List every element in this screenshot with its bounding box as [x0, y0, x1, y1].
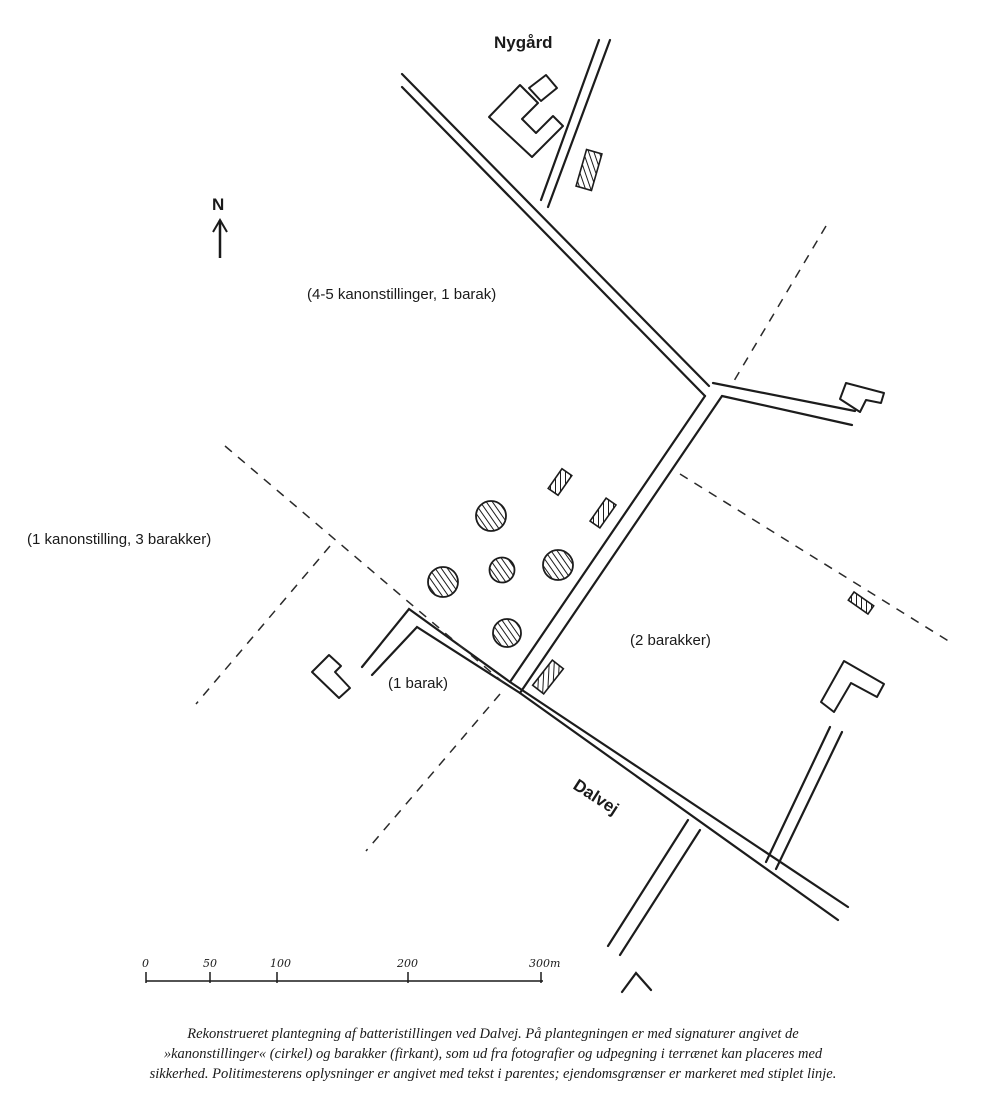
east-branch-south-edge: [720, 394, 854, 427]
boundary-northeast: [730, 225, 827, 387]
barrack-nygaard: [575, 148, 603, 192]
main-road-east-edge: [518, 394, 724, 695]
north-branch-east-edge: [546, 38, 612, 209]
scale-label-200: 200: [396, 957, 418, 970]
nygaard-farm-building: [488, 84, 564, 158]
place-label-nygaard: Nygård: [494, 33, 553, 52]
nygaard-small-building: [528, 74, 558, 102]
gun-position-2: [427, 566, 459, 598]
southeast-building: [820, 660, 885, 713]
scale-label-300: 300m: [529, 957, 560, 970]
note-east-area: (2 barakker): [630, 632, 711, 649]
caption-line-3: sikkerhed. Politimesterens oplysninger e…: [149, 1066, 837, 1082]
scale-bar: 0 50 100 200 300m: [142, 957, 560, 983]
north-arrow-head: [212, 218, 228, 233]
west-building: [311, 654, 351, 699]
nygaard-road-west-edge: [400, 72, 711, 388]
east-building: [839, 382, 885, 413]
scale-label-50: 50: [203, 957, 217, 970]
caption-line-1: Rekonstrueret plantegning af batteristil…: [187, 1026, 799, 1042]
figure-caption: Rekonstrueret plantegning af batteristil…: [60, 1024, 926, 1084]
barracks: [531, 148, 875, 696]
barrack-near-dalvej: [531, 658, 565, 696]
gun-position-3: [488, 556, 516, 584]
boundary-west: [224, 445, 506, 685]
dalvej-north-edge: [360, 607, 850, 909]
gun-position-4: [542, 549, 574, 581]
gun-position-5: [492, 618, 522, 648]
scale-label-0: 0: [142, 957, 149, 970]
boundary-east: [679, 473, 951, 643]
caption-line-2: »kanonstillinger« (cirkel) og barakker (…: [163, 1046, 823, 1062]
south-branch-west-edge: [606, 818, 690, 948]
boundary-southwest: [195, 545, 331, 705]
note-north-area: (4-5 kanonstillinger, 1 barak): [307, 286, 496, 303]
barrack-east: [847, 590, 875, 616]
main-road-west-edge: [508, 394, 707, 684]
dalvej-south-edge: [370, 625, 840, 922]
barrack-north: [547, 467, 573, 497]
north-arrow: N: [212, 195, 228, 258]
gun-positions: [427, 500, 574, 648]
north-arrow-label: N: [212, 195, 224, 214]
property-boundaries: [195, 225, 951, 852]
nygaard-road-east-edge: [400, 85, 707, 398]
scale-label-100: 100: [270, 957, 291, 970]
bottom-stub: [620, 971, 653, 994]
southeast-branch-west-edge: [764, 725, 832, 864]
note-west-area: (1 kanonstilling, 3 barakker): [27, 531, 211, 548]
note-south-area: (1 barak): [388, 675, 448, 692]
gun-position-1: [475, 500, 507, 532]
road-label-dalvej: Dalvej: [570, 775, 622, 818]
buildings: [311, 74, 885, 713]
southeast-branch-east-edge: [774, 730, 844, 871]
south-branch-east-edge: [618, 828, 702, 957]
east-branch-north-edge: [711, 381, 857, 413]
site-plan-map: N Nygård (4-5 kanonstillinger, 1 barak) …: [27, 33, 951, 994]
barrack-center: [588, 496, 618, 530]
north-branch-west-edge: [539, 38, 601, 202]
boundary-south: [365, 693, 501, 852]
